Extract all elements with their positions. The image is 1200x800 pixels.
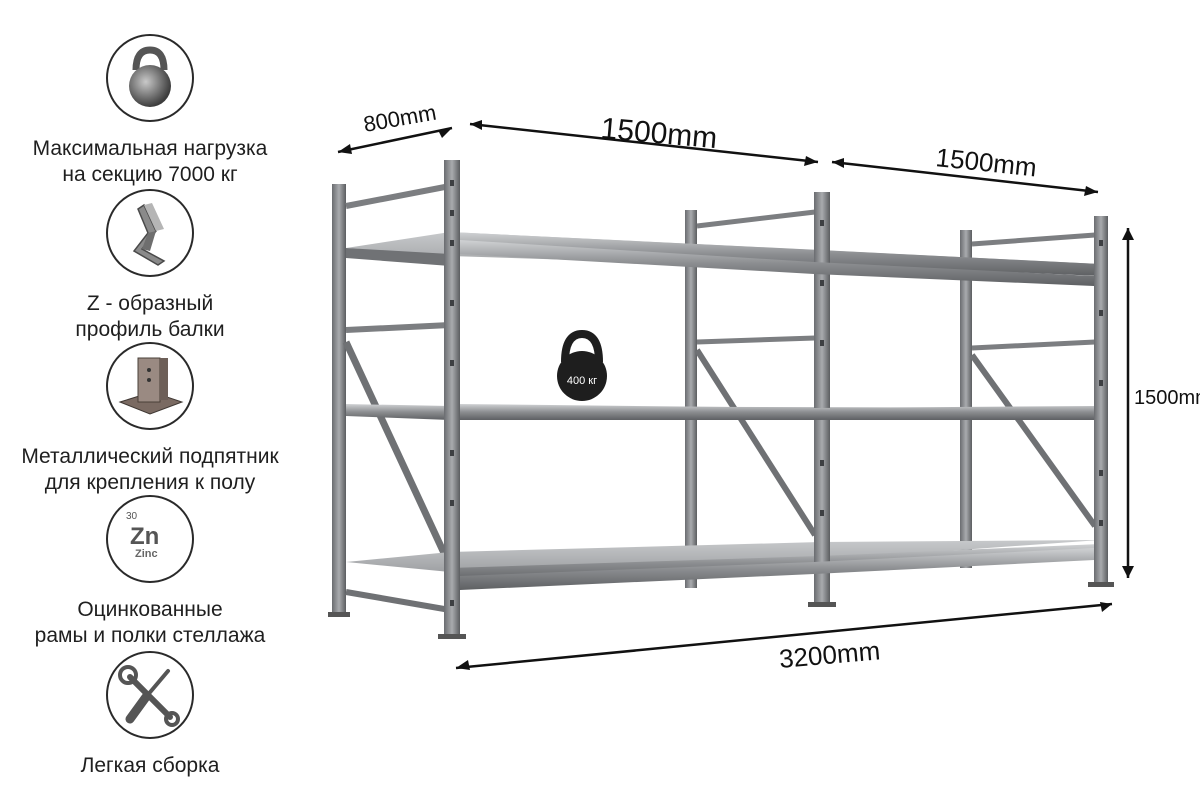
zinc-symbol: Zn <box>130 523 159 550</box>
feature-galvanized: 30 Zn Zinc Оцинкованные рамы и полки сте… <box>0 495 300 649</box>
zinc-number: 30 <box>126 511 138 522</box>
left-width-dimension: 1500mm <box>599 112 718 155</box>
weight-label: 400 кг <box>567 375 597 387</box>
feature-label: Максимальная нагрузка на секцию 7000 кг <box>32 137 268 186</box>
tools-icon <box>106 651 194 739</box>
feature-label: Металлический подпятник для крепления к … <box>21 445 279 494</box>
kettlebell-weight: 400 кг <box>557 329 607 401</box>
feature-label: Z - образный профиль балки <box>75 292 225 341</box>
dimension-lines <box>337 122 1130 670</box>
height-dimension: 1500mm <box>1134 387 1200 409</box>
kettlebell-icon <box>106 34 194 122</box>
back-frame <box>332 183 1098 616</box>
top-shelf <box>346 232 1100 276</box>
feature-label: Оцинкованные рамы и полки стеллажа <box>34 598 266 647</box>
zinc-name: Zinc <box>135 548 158 560</box>
feature-list: Максимальная нагрузка на секцию 7000 кг … <box>0 0 300 800</box>
total-length-dimension: 3200mm <box>778 635 881 674</box>
depth-dimension: 800mm <box>362 100 439 137</box>
zinc-icon: 30 Zn Zinc <box>106 495 194 583</box>
feature-base-plate: Металлический подпятник для крепления к … <box>0 342 300 496</box>
dimension-arrowheads <box>338 120 1134 670</box>
feature-easy-assembly: Легкая сборка <box>0 651 300 779</box>
feature-z-profile: Z - образный профиль балки <box>0 189 300 343</box>
feature-label: Легкая сборка <box>80 754 220 777</box>
front-frame <box>328 160 1114 639</box>
z-profile-icon <box>106 189 194 277</box>
shelving-rack-illustration: 400 кг 800mm 1500mm 1500mm 1500mm 3200mm <box>310 80 1200 700</box>
feature-max-load: Максимальная нагрузка на секцию 7000 кг <box>0 34 300 188</box>
base-plate-icon <box>106 342 194 430</box>
